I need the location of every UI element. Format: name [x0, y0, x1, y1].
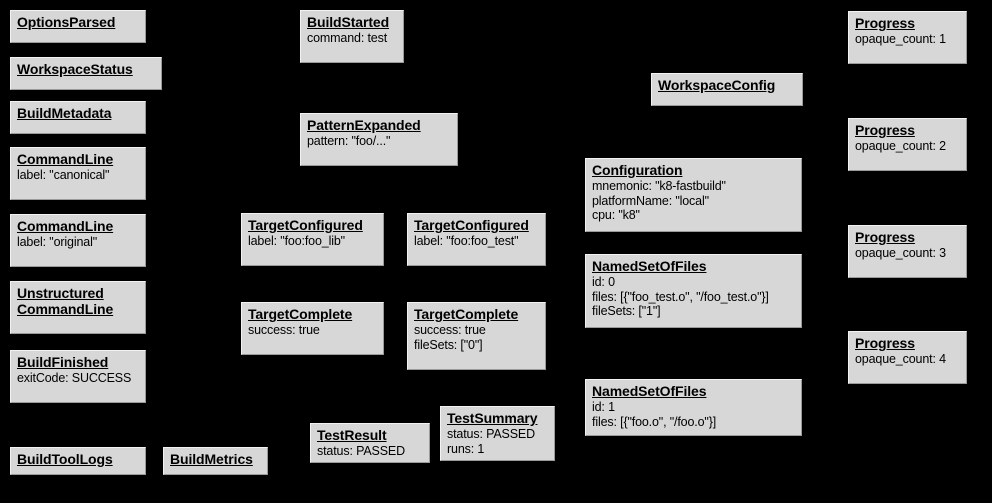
event-node-title: TargetConfigured	[248, 217, 363, 233]
event-node-field: success: true	[248, 323, 320, 338]
event-node-title: PatternExpanded	[307, 117, 421, 133]
event-node-title: TargetComplete	[248, 306, 353, 322]
event-node-field: opaque_count: 4	[855, 352, 946, 367]
event-node-fields: label: "foo:foo_test"	[414, 234, 540, 249]
event-node-fields: pattern: "foo/..."	[307, 134, 452, 149]
event-node-title: TestResult	[317, 427, 387, 443]
event-node-title: NamedSetOfFiles	[592, 383, 707, 399]
event-node-fields: status: PASSED	[317, 444, 424, 459]
event-node-field: opaque_count: 3	[855, 246, 946, 261]
event-node-fields: exitCode: SUCCESS	[17, 371, 140, 386]
event-node-title: TestSummary	[447, 410, 538, 426]
event-node-field: label: "foo:foo_lib"	[248, 234, 345, 249]
event-node-fields: opaque_count: 1	[855, 32, 961, 47]
event-node-field: command: test	[307, 31, 388, 46]
event-node-field: success: true	[414, 323, 486, 338]
event-node-fields: success: true	[248, 323, 378, 338]
event-node-field: runs: 1	[447, 441, 485, 456]
event-node-workspace-status[interactable]: WorkspaceStatus	[10, 57, 162, 90]
event-node-build-metadata[interactable]: BuildMetadata	[10, 101, 146, 134]
event-node-title: Configuration	[592, 162, 683, 178]
event-node-title: NamedSetOfFiles	[592, 258, 707, 274]
event-node-field: status: PASSED	[317, 444, 405, 459]
event-node-fields: opaque_count: 2	[855, 139, 961, 154]
event-node-field: exitCode: SUCCESS	[17, 371, 132, 386]
event-node-title: BuildMetadata	[17, 105, 112, 121]
event-node-title: TargetComplete	[414, 306, 519, 322]
event-node-field: files: [{"foo_test.o", "/foo_test.o"}]	[592, 289, 769, 304]
event-node-field: platformName: "local"	[592, 193, 709, 208]
event-node-workspace-config[interactable]: WorkspaceConfig	[651, 73, 803, 106]
event-node-field: status: PASSED	[447, 427, 535, 442]
event-node-options-parsed[interactable]: OptionsParsed	[10, 10, 146, 43]
event-node-title: BuildStarted	[307, 14, 390, 30]
event-node-field: id: 1	[592, 400, 615, 415]
event-node-title: CommandLine	[17, 151, 114, 167]
event-node-title: Progress	[855, 122, 915, 138]
event-node-field: label: "canonical"	[17, 168, 110, 183]
event-node-title: Progress	[855, 15, 915, 31]
event-node-field: fileSets: ["1"]	[592, 304, 661, 319]
event-node-build-metrics[interactable]: BuildMetrics	[163, 447, 268, 475]
event-node-field: id: 0	[592, 275, 615, 290]
event-node-field: opaque_count: 2	[855, 139, 946, 154]
event-node-field: pattern: "foo/..."	[307, 134, 391, 149]
event-node-title: BuildFinished	[17, 354, 109, 370]
event-node-fields: label: "foo:foo_lib"	[248, 234, 378, 249]
event-node-field: files: [{"foo.o", "/foo.o"}]	[592, 414, 717, 429]
event-node-title: OptionsParsed	[17, 14, 116, 30]
event-node-title: WorkspaceConfig	[658, 77, 776, 93]
event-node-fields: mnemonic: "k8-fastbuild"platformName: "l…	[592, 179, 796, 223]
event-node-title: CommandLine	[17, 218, 114, 234]
event-node-build-tool-logs[interactable]: BuildToolLogs	[10, 447, 146, 475]
event-node-fields: command: test	[307, 31, 398, 46]
event-node-title: TargetConfigured	[414, 217, 529, 233]
event-node-field: cpu: "k8"	[592, 208, 640, 223]
event-node-fields: label: "original"	[17, 235, 140, 250]
event-node-title: WorkspaceStatus	[17, 61, 133, 77]
event-node-title: BuildToolLogs	[17, 451, 113, 467]
event-node-field: opaque_count: 1	[855, 32, 946, 47]
event-node-field: fileSets: ["0"]	[414, 337, 483, 352]
event-node-title: BuildMetrics	[170, 451, 253, 467]
event-node-title: Progress	[855, 335, 915, 351]
event-node-title: Progress	[855, 229, 915, 245]
event-node-field: label: "foo:foo_test"	[414, 234, 519, 249]
event-node-field: mnemonic: "k8-fastbuild"	[592, 179, 726, 194]
event-node-fields: label: "canonical"	[17, 168, 140, 183]
event-node-field: label: "original"	[17, 235, 97, 250]
event-node-unstructured-command-line[interactable]: Unstructured CommandLine	[10, 281, 146, 334]
event-node-fields: opaque_count: 3	[855, 246, 961, 261]
event-node-fields: opaque_count: 4	[855, 352, 961, 367]
event-node-title: Unstructured CommandLine	[17, 285, 114, 318]
